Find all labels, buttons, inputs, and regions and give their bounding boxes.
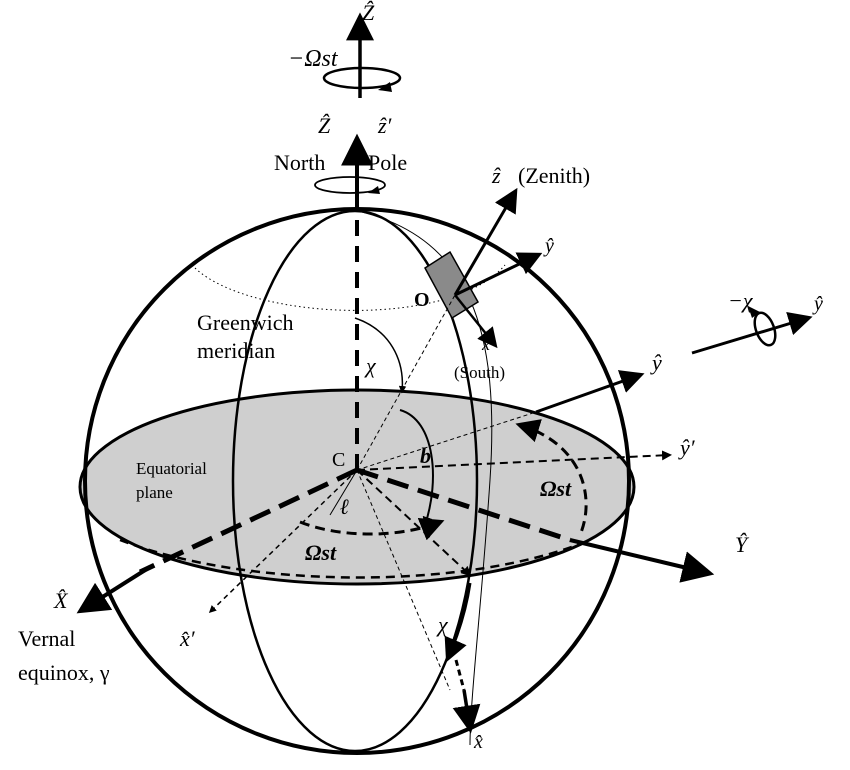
greenwich-label-2: meridian <box>197 338 275 363</box>
pole-zprime-label: ẑ′ <box>377 113 393 138</box>
top-rotation-label: −Ωst <box>288 46 339 72</box>
latitude-circle <box>194 264 506 311</box>
X-hat-axis-dashed <box>138 467 359 575</box>
north-label: North <box>274 150 325 175</box>
y-hat-axis-inner <box>356 411 537 471</box>
zenith-axis-line <box>453 187 518 296</box>
X-hat-label: X̂ <box>53 588 69 613</box>
observer-y-axis-line <box>454 252 543 297</box>
bottom-x-axis-arrow <box>452 689 481 734</box>
X-hat-axis-arrow <box>76 565 152 614</box>
omega-right-label: Ωst <box>540 476 572 501</box>
x-prime-axis-line <box>208 469 358 614</box>
chi-arc-upper <box>354 317 407 394</box>
side-y-label: ŷ <box>812 293 823 315</box>
top-rotation-arrow <box>322 66 402 90</box>
pole-label: Pole <box>368 150 407 175</box>
observer-station <box>424 250 480 320</box>
observer-label: O <box>414 289 430 311</box>
chi-upper-label: χ <box>364 353 377 378</box>
side-rotation-ellipse <box>753 311 777 347</box>
zenith-axis-label: ẑ <box>491 163 501 188</box>
y-hat-label: ŷ <box>650 350 662 375</box>
observer-y-label: ŷ <box>543 235 554 257</box>
Y-hat-axis-dashed <box>356 467 571 543</box>
chi-arc-lower <box>444 582 472 663</box>
latitude-label: b <box>420 443 431 468</box>
center-label: C <box>332 449 345 471</box>
meridian-ellipse <box>231 209 479 753</box>
observer-meridian <box>361 211 493 746</box>
top-axis-label: Ẑ <box>362 0 375 25</box>
Y-hat-label: Ŷ <box>735 532 750 557</box>
longitude-arc <box>329 469 358 516</box>
omega-arc-right <box>515 419 588 536</box>
omega-bottom-label: Ωst <box>305 540 337 565</box>
bottom-x-label: x̂ <box>473 731 483 753</box>
y-hat-axis-line <box>535 370 645 414</box>
omega-arc-bottom <box>299 517 445 541</box>
greenwich-label-1: Greenwich <box>197 310 294 335</box>
x-prime-label: x̂′ <box>179 626 196 651</box>
south-label: (South) <box>454 363 505 382</box>
center-observer-line <box>356 294 456 471</box>
vernal-label-2: equinox, γ <box>18 660 110 685</box>
y-prime-label: ŷ′ <box>678 435 696 460</box>
observer-x-label: x̂ <box>481 334 490 354</box>
equator-back-dashed <box>119 538 591 579</box>
side-rotation-label: −χ <box>728 288 754 313</box>
side-y-axis <box>691 312 813 355</box>
y-prime-axis-line <box>356 450 672 471</box>
latitude-arc <box>399 409 434 527</box>
bottom-x-axis-dashed <box>454 659 466 691</box>
longitude-label: ℓ <box>340 494 349 519</box>
Y-hat-axis-arrow <box>569 538 715 583</box>
pole-rotation-ellipse <box>314 176 386 194</box>
chi-lower-label: χ <box>436 612 449 637</box>
pole-Z-label: Ẑ <box>318 113 331 138</box>
equatorial-label-1: Equatorial <box>136 459 207 478</box>
center-bottom-x-line <box>356 469 451 691</box>
observer-x-axis-line <box>454 294 498 349</box>
zenith-label: (Zenith) <box>518 163 590 188</box>
vernal-label-1: Vernal <box>18 626 75 651</box>
equatorial-label-2: plane <box>136 483 173 502</box>
